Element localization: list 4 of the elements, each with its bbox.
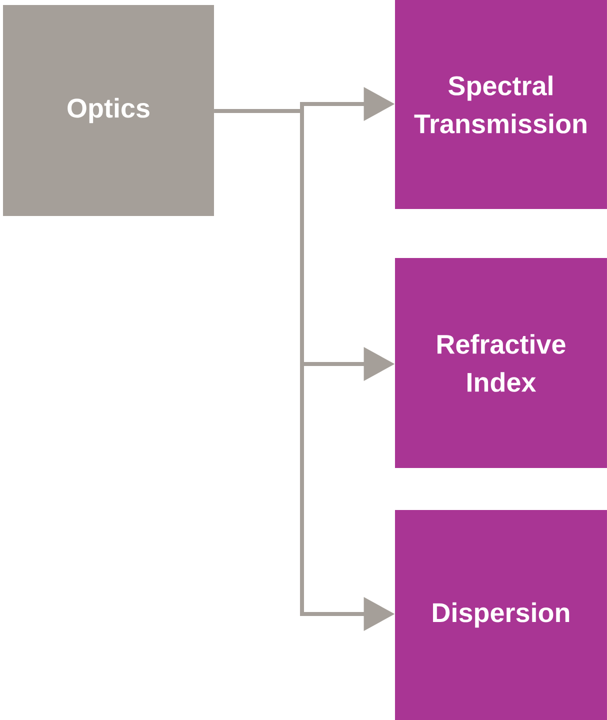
process-box: Spectral Transmission — [395, 0, 607, 209]
process-box: Refractive Index — [395, 258, 607, 468]
process-box: Optics — [3, 5, 214, 216]
process-box: Dispersion — [395, 510, 607, 720]
